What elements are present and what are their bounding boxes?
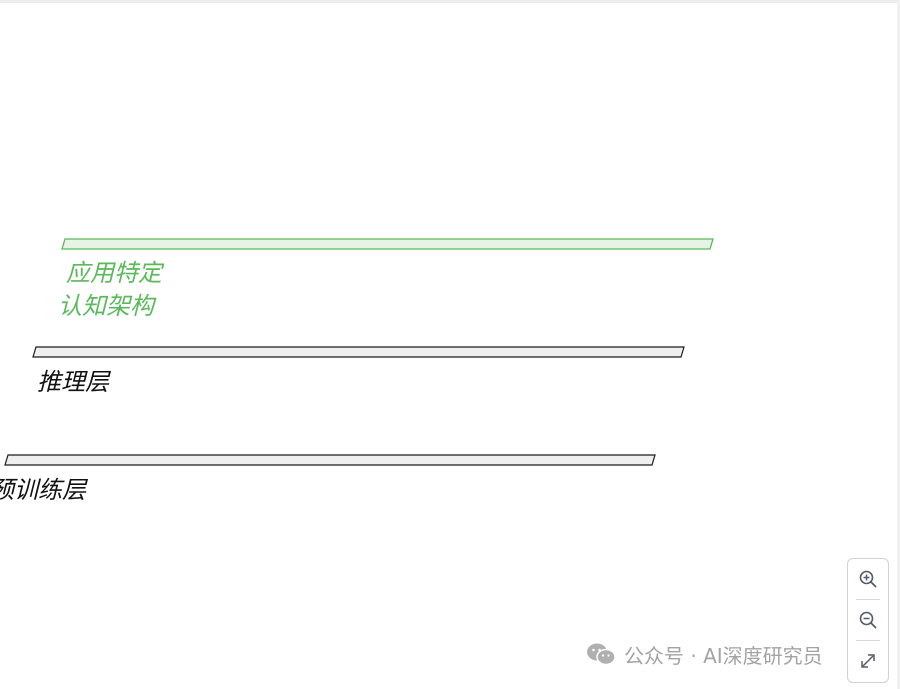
- top-divider: [0, 0, 900, 3]
- watermark-text: 公众号 · AI深度研究员: [624, 643, 823, 668]
- watermark: 公众号 · AI深度研究员: [586, 638, 823, 670]
- pretraining-layer-bar: [4, 454, 656, 466]
- fit-screen-button[interactable]: [848, 641, 888, 681]
- zoom-in-icon: [859, 570, 877, 588]
- zoom-in-button[interactable]: [848, 559, 888, 599]
- pretraining-layer-label: 预训练层: [0, 476, 86, 504]
- application-layer-label-line-1: 应用特定: [66, 259, 162, 287]
- right-divider: [897, 0, 900, 689]
- zoom-divider: [856, 640, 880, 641]
- reasoning-layer-label: 推理层: [37, 368, 109, 396]
- zoom-out-icon: [859, 611, 877, 629]
- wechat-icon: [587, 643, 616, 666]
- fit-screen-icon: [861, 654, 875, 668]
- reasoning-layer-bar: [32, 346, 685, 358]
- application-layer-label-line-2: 认知架构: [58, 292, 154, 320]
- zoom-controls: [847, 558, 889, 683]
- zoom-divider: [856, 599, 880, 600]
- application-layer-bar: [61, 238, 714, 250]
- zoom-out-button[interactable]: [848, 600, 888, 640]
